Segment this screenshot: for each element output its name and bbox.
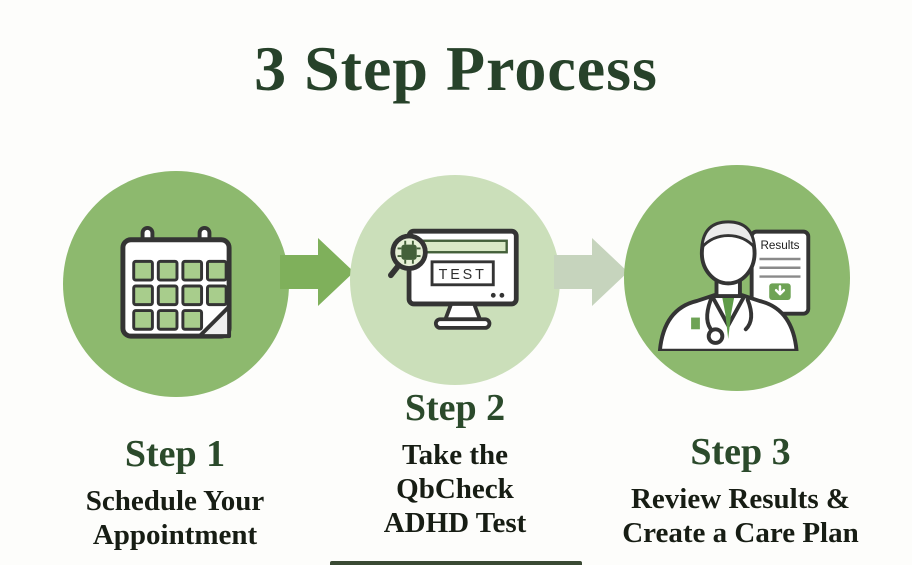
step3-desc-line1: Review Results &: [630, 483, 851, 515]
monitor-screen-text: TEST: [439, 267, 487, 283]
arrow-shape: [554, 238, 628, 306]
step1-label: Step 1: [124, 433, 226, 475]
results-document: Results: [749, 229, 811, 316]
step1-desc-line2: Appointment: [92, 519, 258, 552]
step2-desc-line1: Take the: [401, 439, 509, 471]
step2-desc-line2: QbCheck: [396, 473, 514, 506]
stethoscope-icon: [706, 326, 725, 345]
step1-description: Schedule Your Appointment: [25, 484, 325, 552]
step2-desc-line3: ADHD Test: [383, 507, 527, 540]
calendar-icon: [120, 225, 232, 339]
step2-circle: TEST: [350, 175, 560, 385]
step3-circle: Results: [624, 165, 850, 391]
step2-label: Step 2: [404, 387, 506, 429]
coat-pocket: [691, 317, 700, 329]
magnifier-chip-icon: [388, 233, 428, 279]
step3-label: Step 3: [690, 431, 791, 473]
qbcheck-test-monitor-icon: TEST: [388, 228, 519, 330]
arrow-right-icon-2: [554, 238, 628, 306]
step3-desc-line2: Create a Care Plan: [622, 517, 859, 550]
step2-description: Take the QbCheck ADHD Test: [330, 438, 580, 541]
step1-desc-line1: Schedule Your: [85, 485, 265, 517]
step1-circle: [63, 171, 289, 397]
step3-description: Review Results & Create a Care Plan: [578, 482, 903, 550]
arrow-shape: [280, 238, 354, 306]
tie: [722, 297, 735, 339]
doctor-results-icon: Results: [657, 219, 811, 351]
results-document-text: Results: [760, 239, 799, 252]
step1-text-block: Step 1 Schedule Your Appointment: [25, 432, 325, 552]
page-title: 3 Step Process: [254, 33, 658, 104]
step3-text-block: Step 3 Review Results & Create a Care Pl…: [578, 430, 903, 550]
arrow-right-icon-1: [280, 238, 354, 306]
step2-text-block: Step 2 Take the QbCheck ADHD Test: [330, 386, 580, 541]
doctor-figure: [657, 219, 799, 351]
bottom-crop-artifact: [330, 561, 582, 565]
